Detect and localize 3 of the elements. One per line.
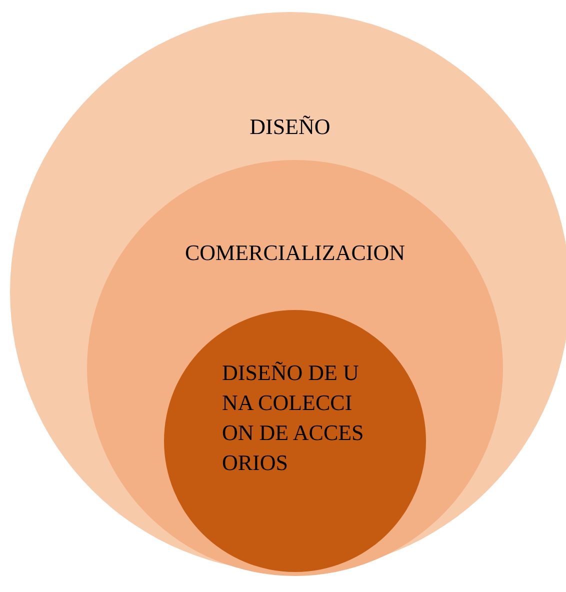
circle-label: COMERCIALIZACION	[184, 239, 406, 267]
circle-label: DISEÑO DE UNA COLECCION DE ACCESORIOS	[222, 359, 365, 477]
circle-label: DISEÑO	[248, 113, 332, 141]
